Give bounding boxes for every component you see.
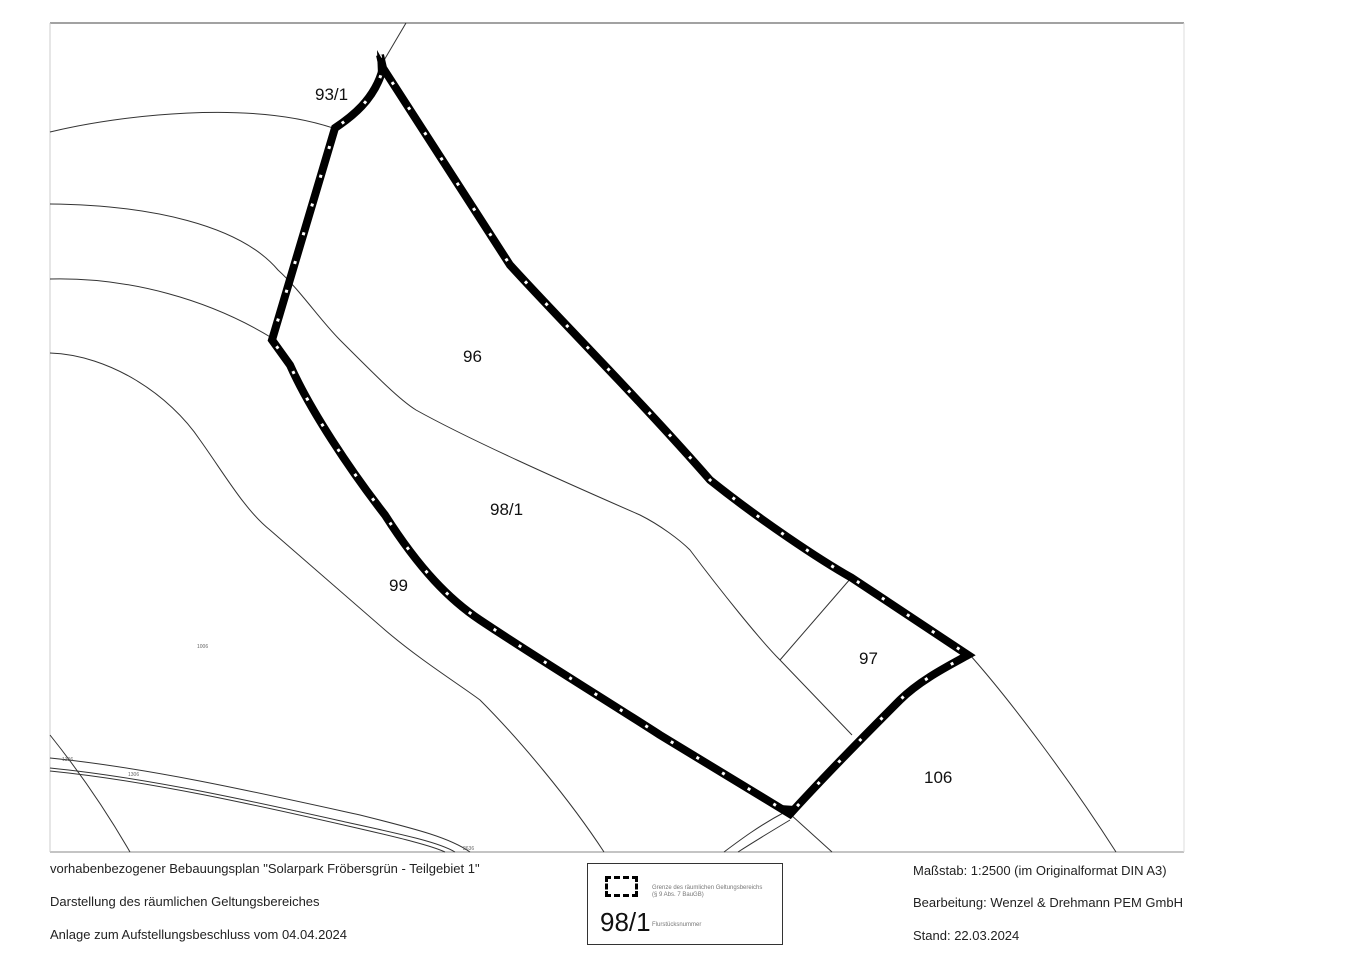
road-edge bbox=[49, 767, 456, 853]
parcel-line bbox=[382, 22, 407, 63]
plan-annex: Anlage zum Aufstellungsbeschluss vom 04.… bbox=[50, 927, 348, 942]
plan-subtitle: Darstellung des räumlichen Geltungsberei… bbox=[50, 894, 320, 909]
parcel-line bbox=[49, 278, 273, 339]
parcel-line bbox=[49, 734, 131, 853]
parcel-line bbox=[723, 811, 786, 853]
parcel-line bbox=[789, 813, 833, 853]
legend-boundary-text-1: Grenze des räumlichen Geltungsbereichs bbox=[652, 885, 763, 891]
legend-boundary-text-2: (§ 9 Abs. 7 BauGB) bbox=[652, 892, 704, 898]
parcel-line bbox=[49, 352, 605, 853]
parcel-label-97: 97 bbox=[859, 649, 878, 668]
parcel-label-99: 99 bbox=[389, 576, 408, 595]
editor-text: Bearbeitung: Wenzel & Drehmann PEM GmbH bbox=[913, 895, 1183, 910]
road bbox=[49, 757, 471, 853]
parcel-lines bbox=[49, 22, 1117, 853]
parcel-label-98-1: 98/1 bbox=[490, 500, 523, 519]
legend-parcel-example: 98/1 bbox=[600, 907, 651, 937]
boundary-dash-gaps bbox=[270, 54, 971, 816]
road-small-label: 1306 bbox=[128, 772, 139, 778]
parcel-line bbox=[49, 111, 334, 133]
road-edge bbox=[49, 757, 471, 853]
parcel-line bbox=[49, 203, 853, 736]
parcel-label-106: 106 bbox=[924, 768, 952, 787]
legend: Grenze des räumlichen Geltungsbereichs (… bbox=[587, 863, 783, 945]
parcel-label-96: 96 bbox=[463, 347, 482, 366]
boundary-corner bbox=[780, 805, 795, 814]
parcel-label-93-1: 93/1 bbox=[315, 85, 348, 104]
parcel-line bbox=[779, 577, 852, 661]
road-edge bbox=[49, 770, 446, 853]
boundary-outline bbox=[267, 54, 976, 820]
date-text: Stand: 22.03.2024 bbox=[913, 928, 1020, 943]
road-small-label: 1306 bbox=[62, 757, 73, 763]
road-small-label: 2636 bbox=[463, 846, 474, 852]
plan-title: vorhabenbezogener Bebauungsplan "Solarpa… bbox=[50, 861, 480, 876]
scope-boundary bbox=[267, 50, 976, 820]
area-small-label: 1006 bbox=[197, 644, 208, 650]
boundary-arrow-tip bbox=[377, 50, 390, 75]
scale-text: Maßstab: 1:2500 (im Originalformat DIN A… bbox=[913, 863, 1167, 878]
parcel-line bbox=[737, 819, 791, 853]
boundary-symbol-icon bbox=[605, 876, 638, 897]
parcel-line bbox=[969, 654, 1117, 853]
legend-parcel-caption: Flurstücksnummer bbox=[652, 922, 702, 928]
